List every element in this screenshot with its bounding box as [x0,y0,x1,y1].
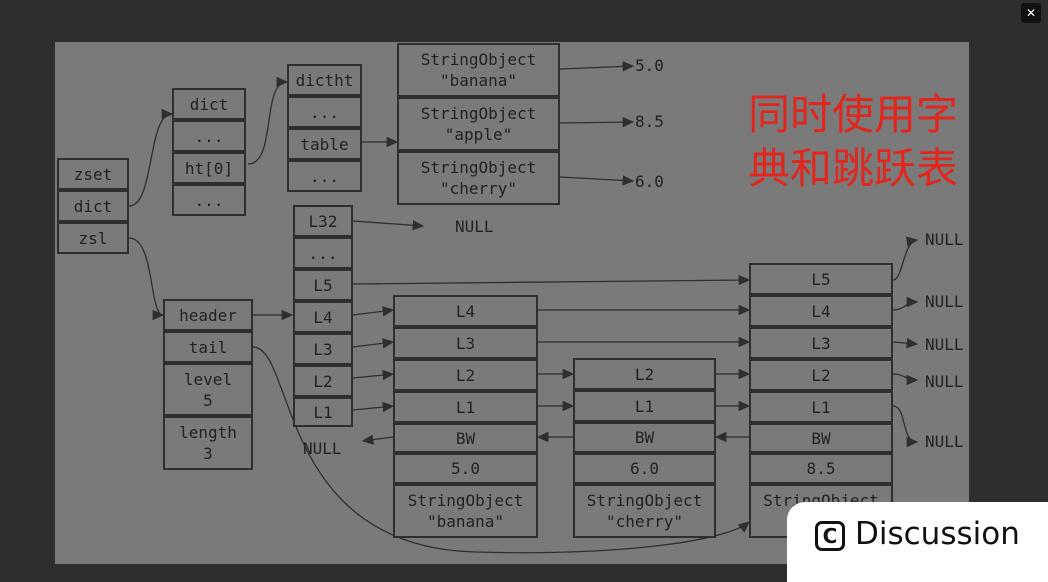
node1-backward: BW [393,423,538,453]
node1-object: StringObject "banana" [393,484,538,538]
header-ellipsis: ... [293,237,353,269]
null-label-l5: NULL [925,230,964,249]
zskiplist-tail-field: tail [163,331,253,363]
image-viewer: zset dict zsl dict ... ht[0] ... dictht … [55,42,969,564]
zset-zsl-field: zsl [57,222,129,254]
node3-level-l2: L2 [749,359,893,391]
node3-level-l4: L4 [749,295,893,327]
null-label-l1: NULL [925,432,964,451]
null-label-l3: NULL [925,335,964,354]
dict-entry-cherry: StringObject "cherry" [397,151,560,205]
null-label-l4: NULL [925,292,964,311]
node1-score: 5.0 [393,453,538,484]
node3-level-l1: L1 [749,391,893,423]
entry-value-cherry: 6.0 [635,172,664,191]
dictht-table-field: table [287,128,362,160]
node3-backward: BW [749,423,893,453]
dict-entry-banana: StringObject "banana" [397,43,560,97]
node1-level-l4: L4 [393,295,538,327]
annotation-line-1: 同时使用字 [748,90,959,139]
entry-line2: "banana" [439,71,518,90]
discussion-label: Discussion [855,516,1020,552]
entry-line2: "apple" [444,125,513,144]
entry-line1: StringObject [420,50,537,69]
entry-line1: StringObject [420,104,537,123]
node2-score: 6.0 [573,453,716,484]
annotation-line-2: 典和跳跃表 [748,144,959,193]
discussion-button[interactable]: C Discussion [787,502,1048,582]
entry-line2: "cherry" [439,179,518,198]
null-label-l2: NULL [925,372,964,391]
node2-level-l1: L1 [573,390,716,422]
dict-ellipsis-2: ... [172,184,246,216]
node2-level-l2: L2 [573,358,716,390]
header-level-l4: L4 [293,301,353,333]
close-icon[interactable]: ✕ [1021,3,1041,23]
annotation-text: 同时使用字 典和跳跃表 [748,88,969,196]
dict-ellipsis-1: ... [172,120,246,152]
zset-title: zset [57,158,129,190]
node2-backward: BW [573,422,716,453]
header-level-l1: L1 [293,397,353,427]
node1-level-l3: L3 [393,327,538,359]
entry-line1: StringObject [420,158,537,177]
node3-score: 8.5 [749,453,893,484]
node3-level-l3: L3 [749,327,893,359]
entry-value-apple: 8.5 [635,112,664,131]
header-level-l32: L32 [293,205,353,237]
header-level-l5: L5 [293,269,353,301]
arrow-connectors [128,61,919,554]
node1-level-l1: L1 [393,391,538,423]
node3-level-l5: L5 [749,263,893,295]
dictht-title: dictht [287,64,362,96]
dictht-ellipsis-1: ... [287,96,362,128]
entry-value-banana: 5.0 [635,56,664,75]
node1-level-l2: L2 [393,359,538,391]
copyright-icon: C [815,521,845,551]
null-label-l32: NULL [455,217,494,236]
null-label-backward: NULL [303,439,342,458]
dict-ht0-field: ht[0] [172,152,246,184]
header-level-l2: L2 [293,365,353,397]
header-level-l3: L3 [293,333,353,365]
dictht-ellipsis-2: ... [287,160,362,192]
node2-object: StringObject "cherry" [573,484,716,538]
zskiplist-header-field: header [163,299,253,331]
dict-entry-apple: StringObject "apple" [397,97,560,151]
zskiplist-length-field: length 3 [163,416,253,470]
dict-title: dict [172,88,246,120]
zset-dict-field: dict [57,190,129,222]
zskiplist-level-field: level 5 [163,363,253,416]
